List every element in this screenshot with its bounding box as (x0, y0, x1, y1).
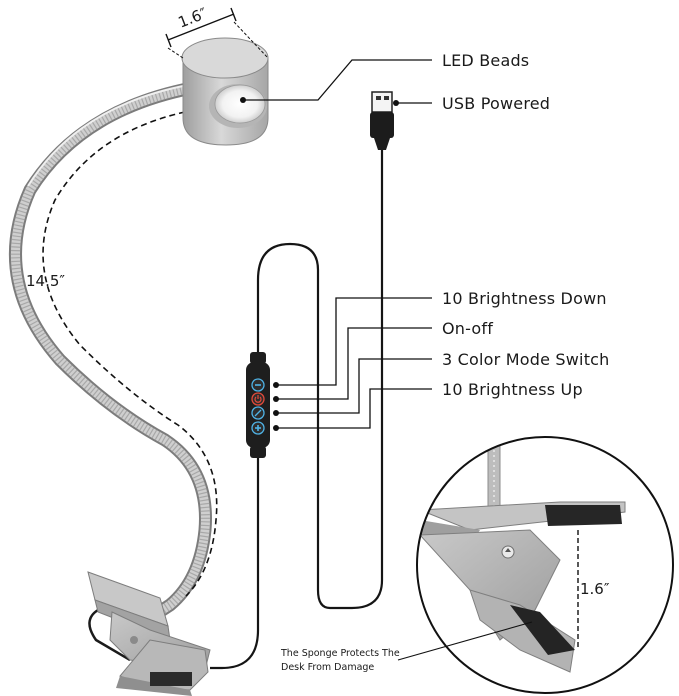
usb-powered-label: USB Powered (442, 94, 550, 113)
callout-leaders (243, 59, 432, 429)
clip-base (87, 571, 211, 696)
minus-button[interactable] (251, 378, 265, 392)
head-dimension (165, 7, 269, 59)
head-diameter-label: 1.6″ (176, 4, 210, 32)
sponge-note-line1: The Sponge Protects The (280, 648, 400, 659)
brightness-up-label: 10 Brightness Up (442, 380, 583, 399)
usb-cable (210, 148, 384, 670)
brightness-down-label: 10 Brightness Down (442, 289, 607, 308)
mode-button[interactable] (251, 406, 265, 420)
power-button[interactable] (251, 392, 265, 406)
lamp-head (181, 37, 269, 146)
on-off-label: On-off (442, 319, 493, 338)
mode-icon (254, 409, 262, 417)
clip-detail-inset (416, 436, 674, 694)
usb-plug (370, 91, 394, 150)
inline-controller (246, 352, 270, 458)
neck-dimension-line (42, 111, 218, 597)
led-beads-label: LED Beads (442, 51, 529, 70)
callout-dots (240, 97, 399, 431)
led-beads-icon (214, 84, 266, 124)
clip-opening-label: 1.6″ (580, 580, 610, 598)
power-icon (254, 396, 262, 403)
plus-icon (255, 425, 261, 431)
plus-button[interactable] (251, 421, 265, 435)
sponge-note-line2: Desk From Damage (281, 662, 374, 673)
gooseneck (8, 81, 212, 625)
neck-length-label: 14.5″ (26, 272, 65, 290)
color-mode-label: 3 Color Mode Switch (442, 350, 610, 369)
sponge-note-leader (397, 621, 533, 661)
